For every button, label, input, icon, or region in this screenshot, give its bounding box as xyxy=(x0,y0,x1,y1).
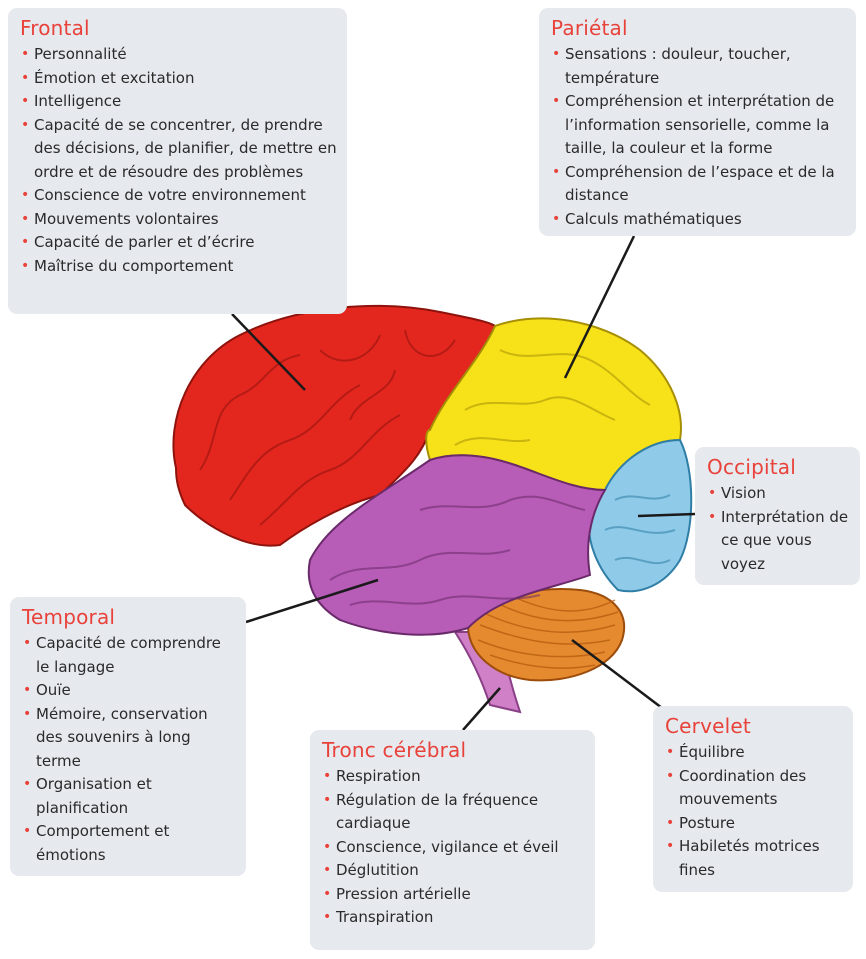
list-item: Ouïe xyxy=(22,679,236,703)
list-item: Conscience, vigilance et éveil xyxy=(322,836,585,860)
list-item: Régulation de la fréquence cardiaque xyxy=(322,789,585,836)
temporal-leader-line xyxy=(245,578,379,624)
cervelet-panel: Cervelet Équilibre Coordination des mouv… xyxy=(653,706,853,892)
list-item: Capacité de parler et d’écrire xyxy=(20,231,337,255)
list-item: Compréhension et interprétation de l’inf… xyxy=(551,90,846,161)
list-item: Comportement et émotions xyxy=(22,820,236,867)
tronc-leader-line xyxy=(462,687,501,731)
list-item: Capacité de comprendre le langage xyxy=(22,632,236,679)
list-item: Interprétation de ce que vous voyez xyxy=(707,506,850,577)
frontal-leader-line xyxy=(231,313,306,391)
list-item: Transpiration xyxy=(322,906,585,930)
list-item: Posture xyxy=(665,812,843,836)
cervelet-leader-line xyxy=(571,639,663,709)
tronc-cerebral-panel: Tronc cérébral Respiration Régulation de… xyxy=(310,730,595,950)
temporal-panel: Temporal Capacité de comprendre le langa… xyxy=(10,597,246,876)
list-item: Personnalité xyxy=(20,43,337,67)
tronc-title: Tronc cérébral xyxy=(322,738,467,762)
frontal-title: Frontal xyxy=(20,16,90,40)
occipital-list: Vision Interprétation de ce que vous voy… xyxy=(707,482,850,576)
temporal-lobe-shape xyxy=(307,454,607,636)
frontal-list: Personnalité Émotion et excitation Intel… xyxy=(20,43,337,278)
list-item: Capacité de se concentrer, de prendre de… xyxy=(20,114,337,185)
list-item: Calculs mathématiques xyxy=(551,208,846,232)
temporal-title: Temporal xyxy=(22,605,116,629)
list-item: Vision xyxy=(707,482,850,506)
list-item: Déglutition xyxy=(322,859,585,883)
occipital-title: Occipital xyxy=(707,455,796,479)
list-item: Organisation et planification xyxy=(22,773,236,820)
parietal-list: Sensations : douleur, toucher, températu… xyxy=(551,43,846,231)
occipital-leader-line xyxy=(637,512,696,518)
list-item: Mémoire, conservation des souvenirs à lo… xyxy=(22,703,236,774)
cervelet-title: Cervelet xyxy=(665,714,751,738)
list-item: Équilibre xyxy=(665,741,843,765)
list-item: Compréhension de l’espace et de la dista… xyxy=(551,161,846,208)
occipital-panel: Occipital Vision Interprétation de ce qu… xyxy=(695,447,860,585)
list-item: Habiletés motrices fines xyxy=(665,835,843,882)
list-item: Conscience de votre environnement xyxy=(20,184,337,208)
list-item: Respiration xyxy=(322,765,585,789)
list-item: Émotion et excitation xyxy=(20,67,337,91)
tronc-list: Respiration Régulation de la fréquence c… xyxy=(322,765,585,930)
list-item: Maîtrise du comportement xyxy=(20,255,337,279)
parietal-leader-line xyxy=(563,235,636,379)
parietal-title: Pariétal xyxy=(551,16,628,40)
list-item: Coordination des mouvements xyxy=(665,765,843,812)
temporal-list: Capacité de comprendre le langage Ouïe M… xyxy=(22,632,236,867)
list-item: Sensations : douleur, toucher, températu… xyxy=(551,43,846,90)
list-item: Intelligence xyxy=(20,90,337,114)
parietal-panel: Pariétal Sensations : douleur, toucher, … xyxy=(539,8,856,236)
frontal-panel: Frontal Personnalité Émotion et excitati… xyxy=(8,8,347,314)
cervelet-list: Équilibre Coordination des mouvements Po… xyxy=(665,741,843,882)
list-item: Mouvements volontaires xyxy=(20,208,337,232)
list-item: Pression artérielle xyxy=(322,883,585,907)
